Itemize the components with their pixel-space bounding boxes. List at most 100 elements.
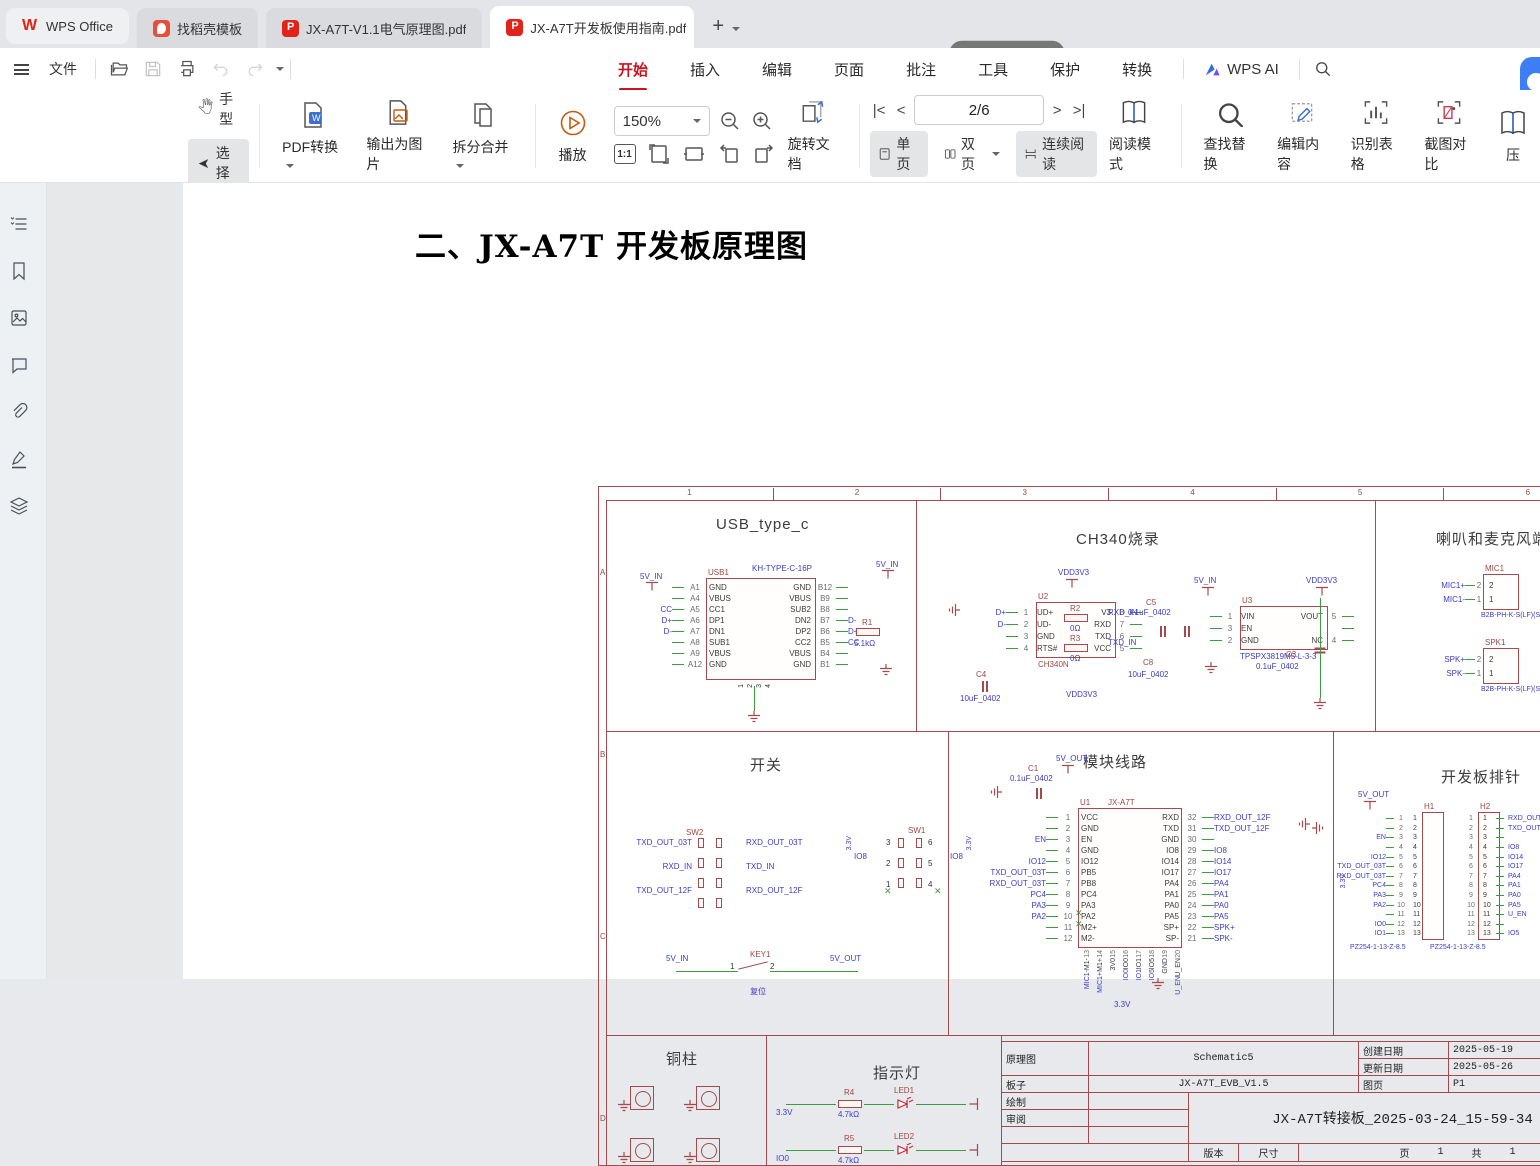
single-page-button[interactable]: 单页 <box>870 131 928 177</box>
screenshot-compare-button[interactable]: 截图对比 <box>1412 98 1486 174</box>
net-label: VDD3V3 <box>1306 576 1337 585</box>
frame-row-label: A <box>600 568 605 577</box>
pin-name: 2 <box>1408 825 1426 832</box>
split-merge-button[interactable]: 拆分合并 <box>440 98 524 174</box>
undo-icon[interactable] <box>211 59 231 79</box>
tb-label: 图页 <box>1358 1075 1449 1093</box>
pin-name: PA5 <box>1130 912 1182 921</box>
rail-item[interactable] <box>8 495 36 523</box>
next-page-icon[interactable]: > <box>1048 102 1066 119</box>
new-tab-button[interactable]: + <box>712 15 724 38</box>
print-icon[interactable] <box>177 59 197 79</box>
rail-icon <box>8 401 30 423</box>
hand-tool-button[interactable]: 🖑手型 <box>188 85 249 133</box>
fit-page-icon[interactable] <box>647 142 671 166</box>
tab-label: WPS Office <box>46 19 113 34</box>
divider <box>95 59 96 79</box>
redo-icon[interactable] <box>245 59 265 79</box>
file-menu[interactable]: 文件 <box>37 59 89 79</box>
select-tool-button[interactable]: ➤选择 <box>188 139 249 187</box>
open-icon[interactable] <box>109 59 129 79</box>
rail-item[interactable] <box>8 213 36 241</box>
last-page-icon[interactable]: >| <box>1070 102 1088 119</box>
search-icon[interactable] <box>1313 59 1333 79</box>
tab-list-chevron-icon[interactable] <box>728 21 740 36</box>
rail-item[interactable] <box>8 260 36 288</box>
component-value: 4.7kΩ <box>838 1156 859 1165</box>
rotate-right-icon[interactable] <box>752 142 776 166</box>
pin-number: 6 <box>928 838 932 847</box>
menu-item[interactable]: 工具 <box>957 59 1029 80</box>
pin-name: 4 <box>1408 844 1426 851</box>
rotate-doc-button[interactable]: 旋转文档 <box>776 98 850 174</box>
hamburger-icon[interactable] <box>14 64 29 75</box>
pin-name: PA1 <box>1130 890 1182 899</box>
net-label: IO17 <box>1214 868 1302 877</box>
pin-name: 11 <box>1478 911 1496 918</box>
edit-content-button[interactable]: 编辑内容 <box>1265 98 1339 174</box>
pdf-convert-button[interactable]: W PDF转换 <box>270 98 354 174</box>
compress-button-partial[interactable]: 压 <box>1486 98 1540 174</box>
pin-name: DN1 <box>706 627 760 636</box>
double-page-button[interactable]: 双页 <box>936 131 1008 177</box>
pin-name: CC2 <box>760 638 814 647</box>
prev-page-icon[interactable]: < <box>892 102 910 119</box>
fit-width-icon[interactable] <box>682 142 706 166</box>
recognize-table-button[interactable]: 识别表格 <box>1339 98 1413 174</box>
menu-item[interactable]: 插入 <box>669 59 741 80</box>
rail-item[interactable] <box>8 401 36 429</box>
pin-number: 31 <box>1182 824 1202 833</box>
document-tab[interactable]: JX-A7T开发板使用指南.pdf <box>490 6 694 48</box>
chevron-down-icon <box>992 152 1000 160</box>
pin-number: 29 <box>1182 846 1202 855</box>
wps-ai-button[interactable]: WPS AI <box>1190 61 1293 78</box>
zoom-select[interactable]: 150% <box>614 106 710 136</box>
section-title-ch340: CH340烧录 <box>1076 528 1160 549</box>
rail-item[interactable] <box>8 354 36 382</box>
tab-icon <box>506 19 523 36</box>
find-replace-button[interactable]: 查找替换 <box>1192 98 1266 174</box>
rail-item[interactable] <box>8 448 36 476</box>
net-label: TXD_OUT_03T <box>636 838 692 847</box>
document-tab[interactable]: JX-A7T-V1.1电气原理图.pdf <box>266 8 482 48</box>
quickbar-chevron-icon[interactable] <box>276 67 284 75</box>
pin-number: 14 <box>1096 950 1106 958</box>
menu-item[interactable]: 转换 <box>1101 59 1173 80</box>
section-title-audio: 喇叭和麦克风端子 <box>1436 528 1540 549</box>
pin-name: 8 <box>1478 882 1496 889</box>
net-label: 5V_OUT <box>1056 754 1087 763</box>
menu-item[interactable]: 开始 <box>597 59 669 80</box>
rail-icon <box>8 354 30 376</box>
menu-item[interactable]: 保护 <box>1029 59 1101 80</box>
pin-name: 13 <box>1478 930 1496 937</box>
tb-value: 2025-05-19 <box>1448 1041 1540 1059</box>
frame-col-label: 6 <box>1445 488 1540 500</box>
export-image-button[interactable]: 输出为图片 <box>354 98 440 174</box>
menu-item[interactable]: 编辑 <box>741 59 813 80</box>
play-button[interactable]: 播放 <box>546 98 600 174</box>
pin-name: TXD <box>1130 824 1182 833</box>
read-mode-icon <box>1119 98 1149 127</box>
read-mode-button[interactable]: 阅读模式 <box>1097 98 1171 174</box>
actual-size-button[interactable]: 1:1 <box>614 144 636 164</box>
page-number-input[interactable] <box>914 95 1044 125</box>
document-tab[interactable]: WPS Office <box>6 8 129 44</box>
tb-label: 版本 <box>1188 1143 1239 1162</box>
zoom-out-icon[interactable] <box>718 109 742 133</box>
first-page-icon[interactable]: |< <box>870 102 888 119</box>
zoom-in-icon[interactable] <box>750 109 774 133</box>
document-tab[interactable]: 找稻壳模板 <box>137 8 258 48</box>
pin-number: 2 <box>1222 636 1238 645</box>
pin-number: 8 <box>1464 882 1478 889</box>
rotate-left-icon[interactable] <box>717 142 741 166</box>
menu-item[interactable]: 批注 <box>885 59 957 80</box>
pin-name: PA0 <box>1130 901 1182 910</box>
continuous-read-button[interactable]: 连续阅读 <box>1016 131 1097 177</box>
menu-item[interactable]: 页面 <box>813 59 885 80</box>
save-icon[interactable] <box>143 59 163 79</box>
tab-list: WPS Office 找稻壳模板 JX-A7T-V1.1电气原理图.pdf JX… <box>6 6 702 48</box>
pin-number: 20 <box>1174 950 1184 958</box>
rail-item[interactable] <box>8 307 36 335</box>
component-ref: C8 <box>1143 658 1153 667</box>
component-part: PZ254-1-13-Z-8.5 <box>1430 944 1486 951</box>
